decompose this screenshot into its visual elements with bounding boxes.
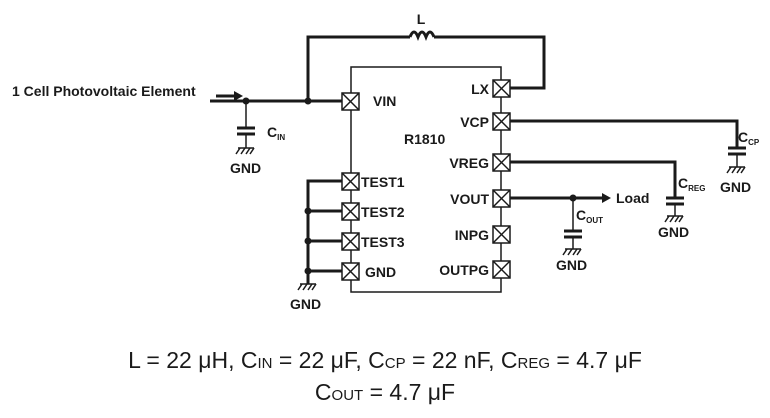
test-gnd-label: GND — [290, 296, 321, 312]
eq2-cout-val: = 4.7 μF — [363, 379, 455, 405]
equation-line-1: L = 22 μH, CIN = 22 μF, CCP = 22 nF, CRE… — [128, 347, 642, 373]
pin-label-outpg: OUTPG — [439, 262, 489, 278]
eq1-cin-val: = 22 μF, C — [272, 347, 384, 373]
pin-test3 — [341, 232, 360, 251]
ccp-capacitor — [726, 146, 746, 174]
creg-label-sub: REG — [688, 184, 705, 193]
pin-test1 — [341, 172, 360, 191]
cout-gnd-label: GND — [556, 257, 587, 273]
pin-vcp — [492, 112, 511, 131]
pin-vout — [492, 189, 511, 208]
pin-inpg — [492, 225, 511, 244]
eq1-creg-val: = 4.7 μF — [550, 347, 642, 373]
gnd-junction-dot — [304, 267, 312, 275]
cout-capacitor — [562, 198, 582, 256]
creg-label-main: C — [678, 175, 688, 191]
cin-label-main: C — [267, 124, 277, 140]
equation-line-2: COUT = 4.7 μF — [315, 379, 455, 405]
eq1-cin-sub: IN — [257, 355, 272, 372]
cin-gnd-label: GND — [230, 160, 261, 176]
pin-label-test2: TEST2 — [361, 204, 405, 220]
inductor-wiring — [306, 30, 546, 101]
pin-label-test3: TEST3 — [361, 234, 405, 250]
ccp-label: CCP — [738, 129, 760, 147]
cout-label: COUT — [576, 207, 603, 225]
cin-label: CIN — [267, 124, 285, 142]
load-arrow-head — [602, 193, 611, 203]
pin-gnd — [341, 262, 360, 281]
eq2-cout-sub: OUT — [332, 387, 364, 404]
vreg-wire — [510, 160, 677, 198]
creg-capacitor — [664, 196, 684, 223]
pin-vreg — [492, 153, 511, 172]
cout-label-main: C — [576, 207, 586, 223]
inductor-left-wire — [306, 35, 410, 101]
inductor-right-wire — [434, 35, 546, 90]
pin-label-vreg: VREG — [449, 155, 489, 171]
inductor-junction-dot — [304, 97, 312, 105]
pin-label-vcp: VCP — [460, 114, 489, 130]
pin-label-lx: LX — [471, 81, 490, 97]
test-gnd-bus — [297, 179, 342, 291]
input-source-label: 1 Cell Photovoltaic Element — [12, 83, 196, 99]
pin-outpg — [492, 260, 511, 279]
load-label: Load — [616, 190, 649, 206]
r1810-chip-body — [350, 66, 502, 293]
pin-test2 — [341, 202, 360, 221]
eq1-l: L = 22 μH, C — [128, 347, 257, 373]
eq1-creg-sub: REG — [518, 355, 551, 372]
inductor-label: L — [417, 11, 426, 27]
vcp-wire — [510, 119, 739, 148]
ccp-gnd-label: GND — [720, 179, 751, 195]
chip-name: R1810 — [404, 131, 445, 147]
ccp-label-sub: CP — [748, 138, 760, 147]
pin-label-vout: VOUT — [450, 191, 489, 207]
cin-label-sub: IN — [277, 133, 285, 142]
pin-vin — [341, 92, 360, 111]
eq1-ccp-val: = 22 nF, C — [406, 347, 518, 373]
eq1-ccp-sub: CP — [385, 355, 406, 372]
test2-junction-dot — [304, 207, 312, 215]
pin-label-test1: TEST1 — [361, 174, 405, 190]
eq2-c: C — [315, 379, 332, 405]
cin-capacitor — [235, 101, 255, 155]
ccp-label-main: C — [738, 129, 748, 145]
inductor-coil — [408, 30, 436, 42]
creg-gnd-label: GND — [658, 224, 689, 240]
cout-label-sub: OUT — [586, 216, 603, 225]
pin-label-inpg: INPG — [455, 227, 489, 243]
pin-lx — [492, 79, 511, 98]
input-arrow-head — [234, 91, 243, 101]
test3-junction-dot — [304, 237, 312, 245]
creg-label: CREG — [678, 175, 705, 193]
pin-label-gnd: GND — [365, 264, 396, 280]
pin-label-vin: VIN — [373, 93, 396, 109]
